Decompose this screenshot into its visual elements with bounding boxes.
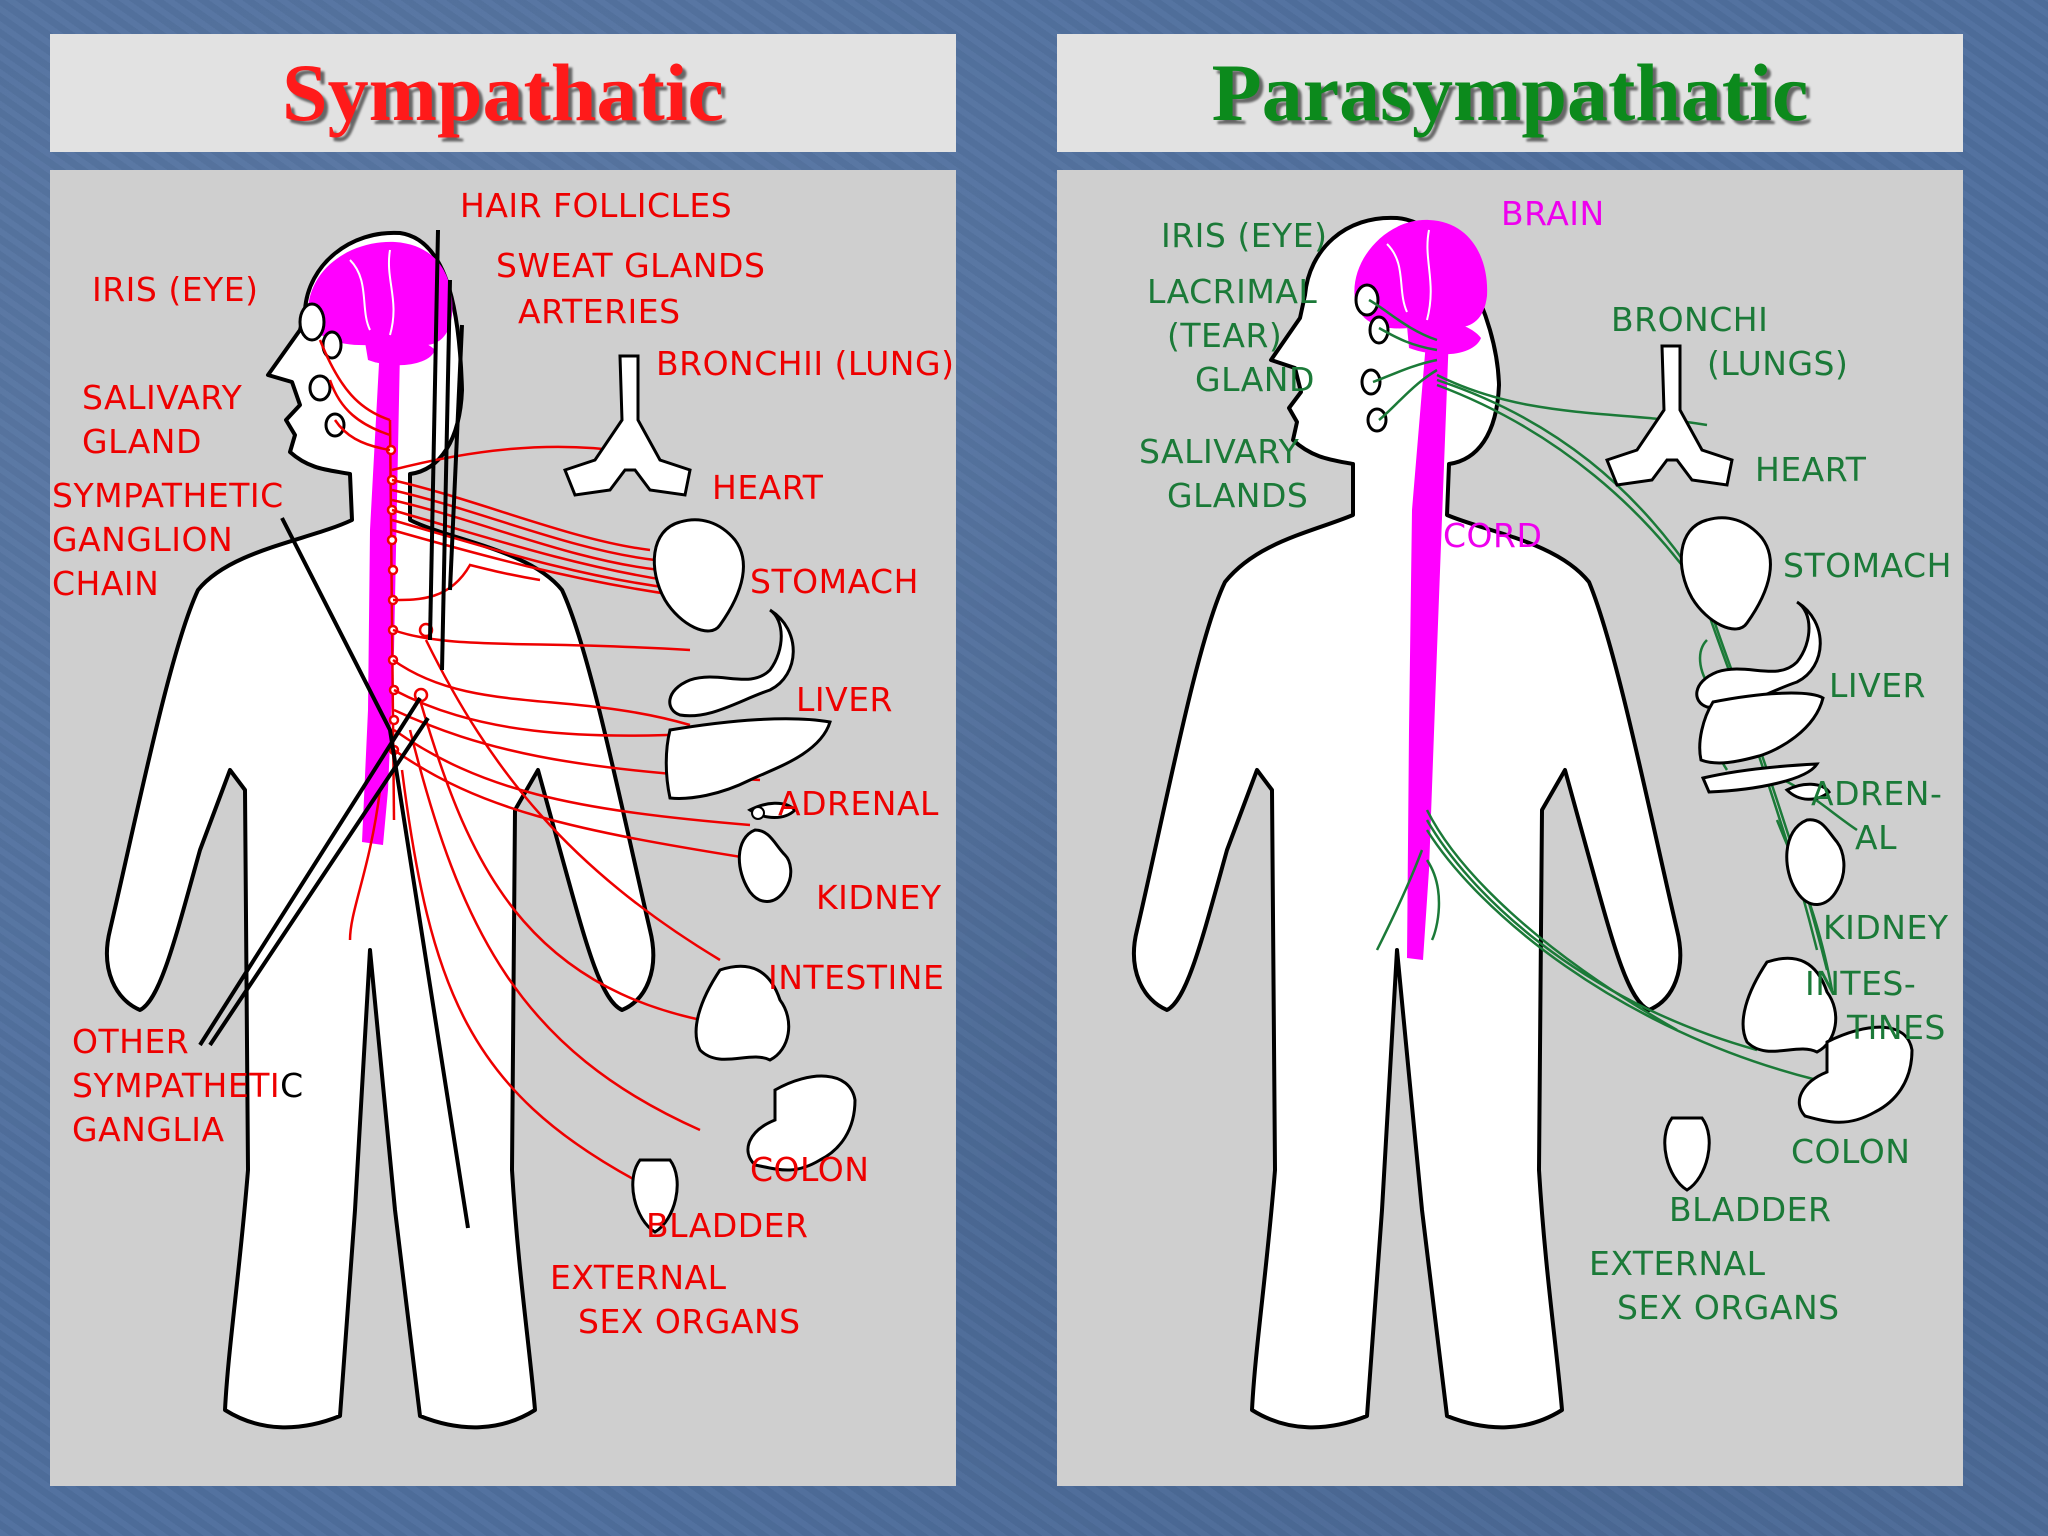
label-ganglion-chain-3: CHAIN xyxy=(52,564,160,603)
label-heart: HEART xyxy=(712,468,824,507)
label-brain: BRAIN xyxy=(1501,194,1605,233)
parasympathetic-body-diagram xyxy=(1132,215,1914,1430)
label-ganglion-chain-2: GANGLION xyxy=(52,520,234,559)
body-silhouette xyxy=(1132,215,1683,1430)
label-ganglion-chain-1: SYMPATHETIC xyxy=(52,476,284,515)
label-salivary-1: SALIVARY xyxy=(1139,432,1300,471)
label-intestines-1: INTES- xyxy=(1805,964,1917,1003)
label-kidney: KIDNEY xyxy=(1823,908,1949,947)
label-iris: IRIS (EYE) xyxy=(92,270,259,309)
sympathetic-panel: HAIR FOLLICLES SWEAT GLANDS ARTERIES IRI… xyxy=(50,170,956,1486)
label-intestine: INTESTINE xyxy=(768,958,945,997)
label-lacrimal-3: GLAND xyxy=(1195,360,1315,399)
label-arteries: ARTERIES xyxy=(518,292,681,331)
label-adrenal-1: ADREN- xyxy=(1811,774,1943,813)
label-kidney: KIDNEY xyxy=(816,878,942,917)
sympathetic-title: Sympathatic xyxy=(282,47,724,138)
brain xyxy=(1354,219,1488,329)
label-bronchii: BRONCHII (LUNG) xyxy=(656,344,955,383)
label-salivary-1: SALIVARY xyxy=(82,378,243,417)
label-other-ganglia-2a: SYMPATHETI xyxy=(72,1066,281,1105)
label-other-ganglia-2b: C xyxy=(280,1066,304,1105)
parasympathetic-title-bar: Parasympathatic xyxy=(1057,34,1963,152)
spinal-cord xyxy=(1407,330,1449,960)
label-hair-follicles: HAIR FOLLICLES xyxy=(460,186,733,225)
label-other-ganglia-3: GANGLIA xyxy=(72,1110,225,1149)
sympathetic-body-diagram xyxy=(105,229,857,1430)
label-other-ganglia-2: SYMPATHETIC xyxy=(72,1064,304,1108)
label-cord: CORD xyxy=(1443,516,1543,555)
label-adrenal: ADRENAL xyxy=(778,784,939,823)
label-sex-organs-2: SEX ORGANS xyxy=(578,1302,801,1341)
label-sweat-glands: SWEAT GLANDS xyxy=(496,246,766,285)
parasympathetic-title: Parasympathatic xyxy=(1211,47,1809,138)
label-stomach: STOMACH xyxy=(750,562,919,601)
label-liver: LIVER xyxy=(796,680,893,719)
label-lacrimal-1: LACRIMAL xyxy=(1147,272,1318,311)
label-iris: IRIS (EYE) xyxy=(1161,216,1328,255)
label-sex-organs-1: EXTERNAL xyxy=(550,1258,727,1297)
label-bladder: BLADDER xyxy=(1669,1190,1832,1229)
label-stomach: STOMACH xyxy=(1783,546,1952,585)
label-sex-organs-1: EXTERNAL xyxy=(1589,1244,1766,1283)
label-colon: COLON xyxy=(750,1150,870,1189)
label-bronchi-1: BRONCHI xyxy=(1611,300,1769,339)
label-heart: HEART xyxy=(1755,450,1867,489)
label-bladder: BLADDER xyxy=(646,1206,809,1245)
label-sex-organs-2: SEX ORGANS xyxy=(1617,1288,1840,1327)
label-intestines-2: TINES xyxy=(1847,1008,1946,1047)
label-other-ganglia-1: OTHER xyxy=(72,1022,190,1061)
parasympathetic-panel: BRAIN IRIS (EYE) LACRIMAL (TEAR) GLAND B… xyxy=(1057,170,1963,1486)
label-lacrimal-2: (TEAR) xyxy=(1167,316,1283,355)
label-liver: LIVER xyxy=(1829,666,1926,705)
label-salivary-2: GLANDS xyxy=(1167,476,1309,515)
label-colon: COLON xyxy=(1791,1132,1911,1171)
brain xyxy=(307,241,453,346)
label-bronchi-2: (LUNGS) xyxy=(1707,344,1849,383)
label-salivary-2: GLAND xyxy=(82,422,202,461)
label-adrenal-2: AL xyxy=(1855,818,1897,857)
sympathetic-title-bar: Sympathatic xyxy=(50,34,956,152)
